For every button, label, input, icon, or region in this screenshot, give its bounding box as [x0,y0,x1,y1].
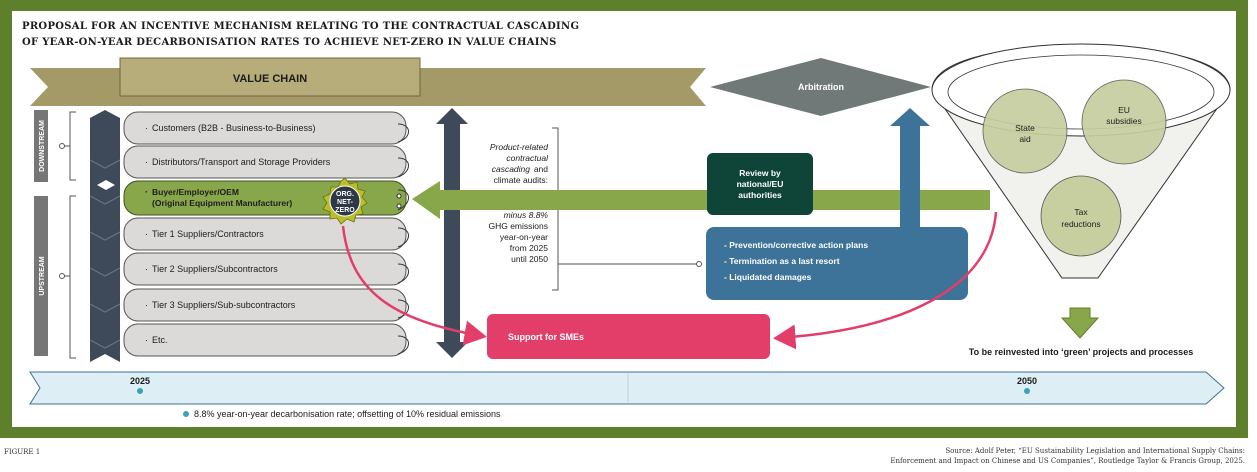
row-etc: · Etc. [123,323,407,357]
svg-text:·: · [145,229,148,239]
annotation-line-5: climate audits: [494,175,548,185]
row-customers-label: Customers (B2B - Business-to-Business) [152,123,316,133]
row-buyer: · Buyer/Employer/OEM (Original Equipment… [123,180,407,216]
annotation-line-9: from 2025 [510,243,549,253]
reinvest-label: To be reinvested into ‘green’ projects a… [969,347,1193,357]
row-tier3-label: Tier 3 Suppliers/Sub-subcontractors [152,300,296,310]
svg-text:·: · [145,264,148,274]
cascading-annotation: Product-related contractual cascading an… [488,127,702,291]
row-tier2: · Tier 2 Suppliers/Subcontractors [123,252,407,286]
svg-text:·: · [145,300,148,310]
svg-text:·: · [145,335,148,345]
measure-3: - Liquidated damages [724,272,812,282]
badge-line-2: NET- [337,199,354,206]
sme-box: Support for SMEs [487,314,770,359]
annotation-line-2: contractual [506,153,549,163]
source-note: Source: Adolf Peter, “EU Sustainability … [890,446,1245,466]
source-line-1: Source: Adolf Peter, “EU Sustainability … [945,447,1245,455]
row-connectors [396,123,409,355]
review-line-1: Review by [739,168,781,178]
annotation-line-10: until 2050 [511,254,548,264]
value-chain-band: VALUE CHAIN [30,57,706,106]
tax-line-2: reductions [1061,219,1100,229]
tax-line-1: Tax [1074,207,1088,217]
annotation-line-3: cascading [492,164,531,174]
timeline: 2025 2050 [29,371,1225,405]
upstream-label: UPSTREAM [39,256,46,295]
row-etc-label: Etc. [152,335,168,345]
row-tier2-label: Tier 2 Suppliers/Subcontractors [152,264,278,274]
chevron-stack [89,110,121,362]
timeline-end: 2050 [1017,376,1037,386]
legend: 8.8% year-on-year decarbonisation rate; … [183,409,501,419]
annotation-line-6: minus 8.8% [504,210,549,220]
eu-line-2: subsidies [1106,116,1141,126]
annotation-line-7: GHG emissions [488,221,548,231]
state-aid-line-2: aid [1019,134,1031,144]
arbitration-diamond: Arbitration [710,58,931,116]
downstream-label: DOWNSTREAM [39,120,46,172]
sme-label: Support for SMEs [508,332,584,342]
measure-1: - Prevention/corrective action plans [724,240,868,250]
arbitration-label: Arbitration [798,82,844,92]
row-buyer-label: Buyer/Employer/OEM [152,187,239,197]
svg-text:·: · [145,187,148,197]
value-chain-label: VALUE CHAIN [233,73,307,85]
side-brackets: DOWNSTREAM UPSTREAM [34,110,76,359]
title-line-2: OF YEAR-ON-YEAR DECARBONISATION RATES TO… [22,37,557,48]
row-tier1-label: Tier 1 Suppliers/Contractors [152,229,264,239]
review-box: Review by national/EU authorities [707,153,813,215]
source-line-2: Enforcement and Impact on Chinese and US… [890,457,1245,465]
vertical-double-arrow [436,108,468,358]
annotation-line-4: and [534,164,548,174]
figure-title: PROPOSAL FOR AN INCENTIVE MECHANISM RELA… [22,19,579,51]
pink-arrows [341,211,998,350]
svg-text:·: · [145,123,148,133]
row-tier1: · Tier 1 Suppliers/Contractors [123,217,407,251]
funnel-down-arrow: To be reinvested into ‘green’ projects a… [969,307,1193,357]
funnel: State aid EU subsidies Tax reductions [931,43,1231,279]
annotation-line-1: Product-related [490,142,548,152]
badge-line-1: ORG. [336,191,354,198]
measure-2: - Termination as a last resort [724,256,840,266]
review-line-3: authorities [738,190,782,200]
timeline-start: 2025 [130,376,150,386]
figure-label: FIGURE 1 [4,448,41,456]
net-zero-badge: ORG. NET- ZERO [322,177,368,225]
row-distributors: · Distributors/Transport and Storage Pro… [123,145,407,179]
badge-line-3: ZERO [335,207,355,214]
row-tier3: · Tier 3 Suppliers/Sub-subcontractors [123,288,407,322]
legend-text: 8.8% year-on-year decarbonisation rate; … [194,409,501,419]
row-buyer-label-2: (Original Equipment Manufacturer) [152,198,292,208]
eu-line-1: EU [1118,105,1130,115]
measures-box: - Prevention/corrective action plans - T… [706,227,968,300]
row-customers: · Customers (B2B - Business-to-Business) [123,111,407,145]
state-aid-line-1: State [1015,123,1035,133]
green-return-arrow [412,181,990,219]
annotation-line-8: year-on-year [500,232,548,242]
blue-up-arrow [890,108,930,230]
title-line-1: PROPOSAL FOR AN INCENTIVE MECHANISM RELA… [22,21,580,32]
review-line-2: national/EU [737,179,784,189]
svg-text:·: · [145,157,148,167]
row-distributors-label: Distributors/Transport and Storage Provi… [152,157,331,167]
